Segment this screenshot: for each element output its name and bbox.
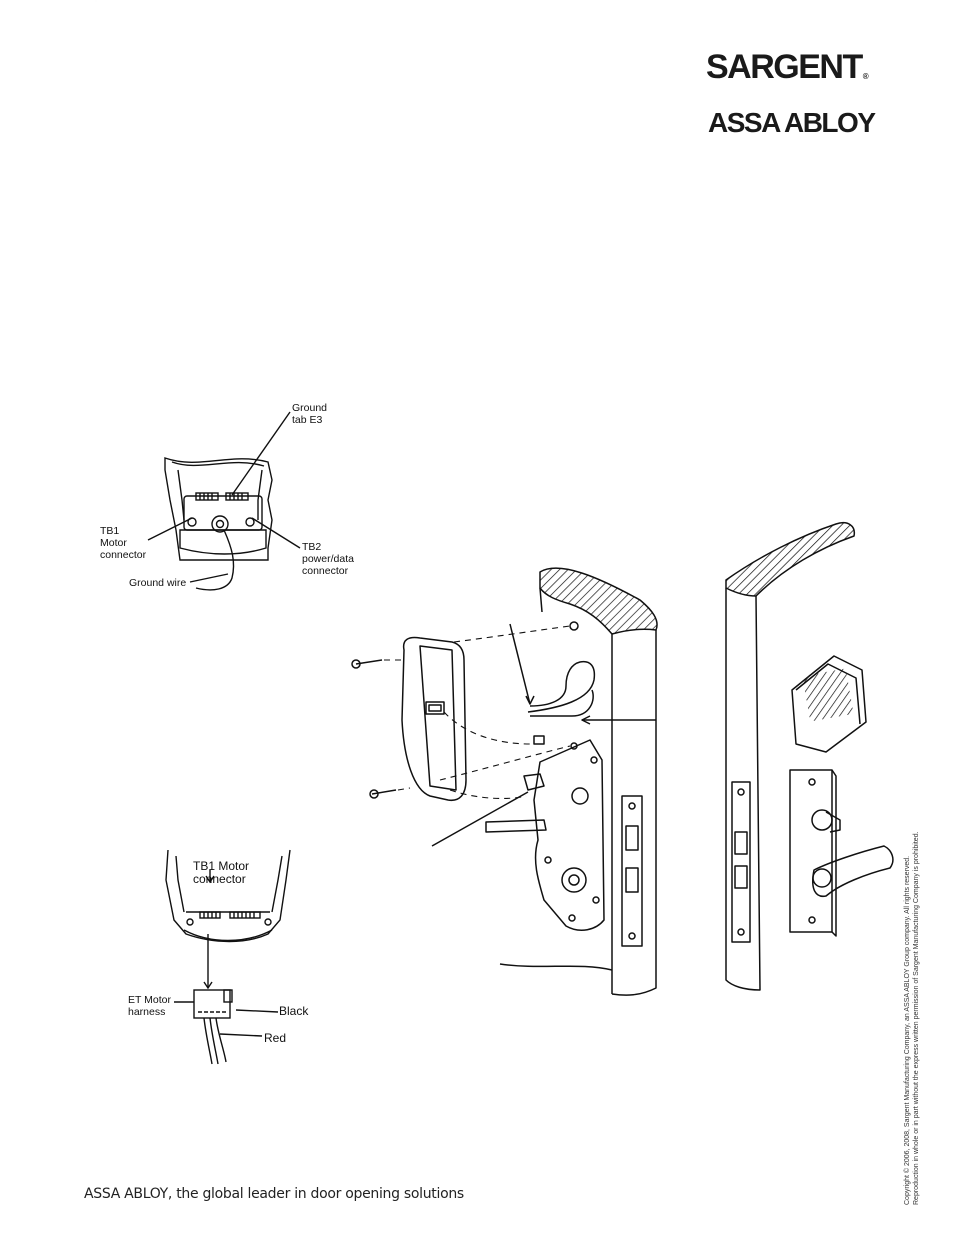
sargent-logo: SARGENT® — [706, 47, 869, 87]
red-wire-label: Red — [264, 1031, 287, 1045]
assa-abloy-logo: ASSA ABLOY — [708, 107, 876, 138]
black-wire-label: Black — [279, 1004, 309, 1018]
sargent-logo-text: SARGENT — [706, 48, 863, 86]
copyright-notice: Copyright © 2006, 2008, Sargent Manufact… — [903, 785, 921, 1205]
footer-tagline: ASSA ABLOY, the global leader in door op… — [84, 1186, 464, 1202]
registered-mark: ® — [862, 72, 869, 81]
copyright-line-2: Reproduction in whole or in part without… — [913, 831, 920, 1205]
ground-wire-label: Ground wire — [129, 577, 187, 589]
logo-divider-icon — [95, 0, 97, 1]
copyright-line-1: Copyright © 2006, 2008, Sargent Manufact… — [904, 855, 911, 1205]
